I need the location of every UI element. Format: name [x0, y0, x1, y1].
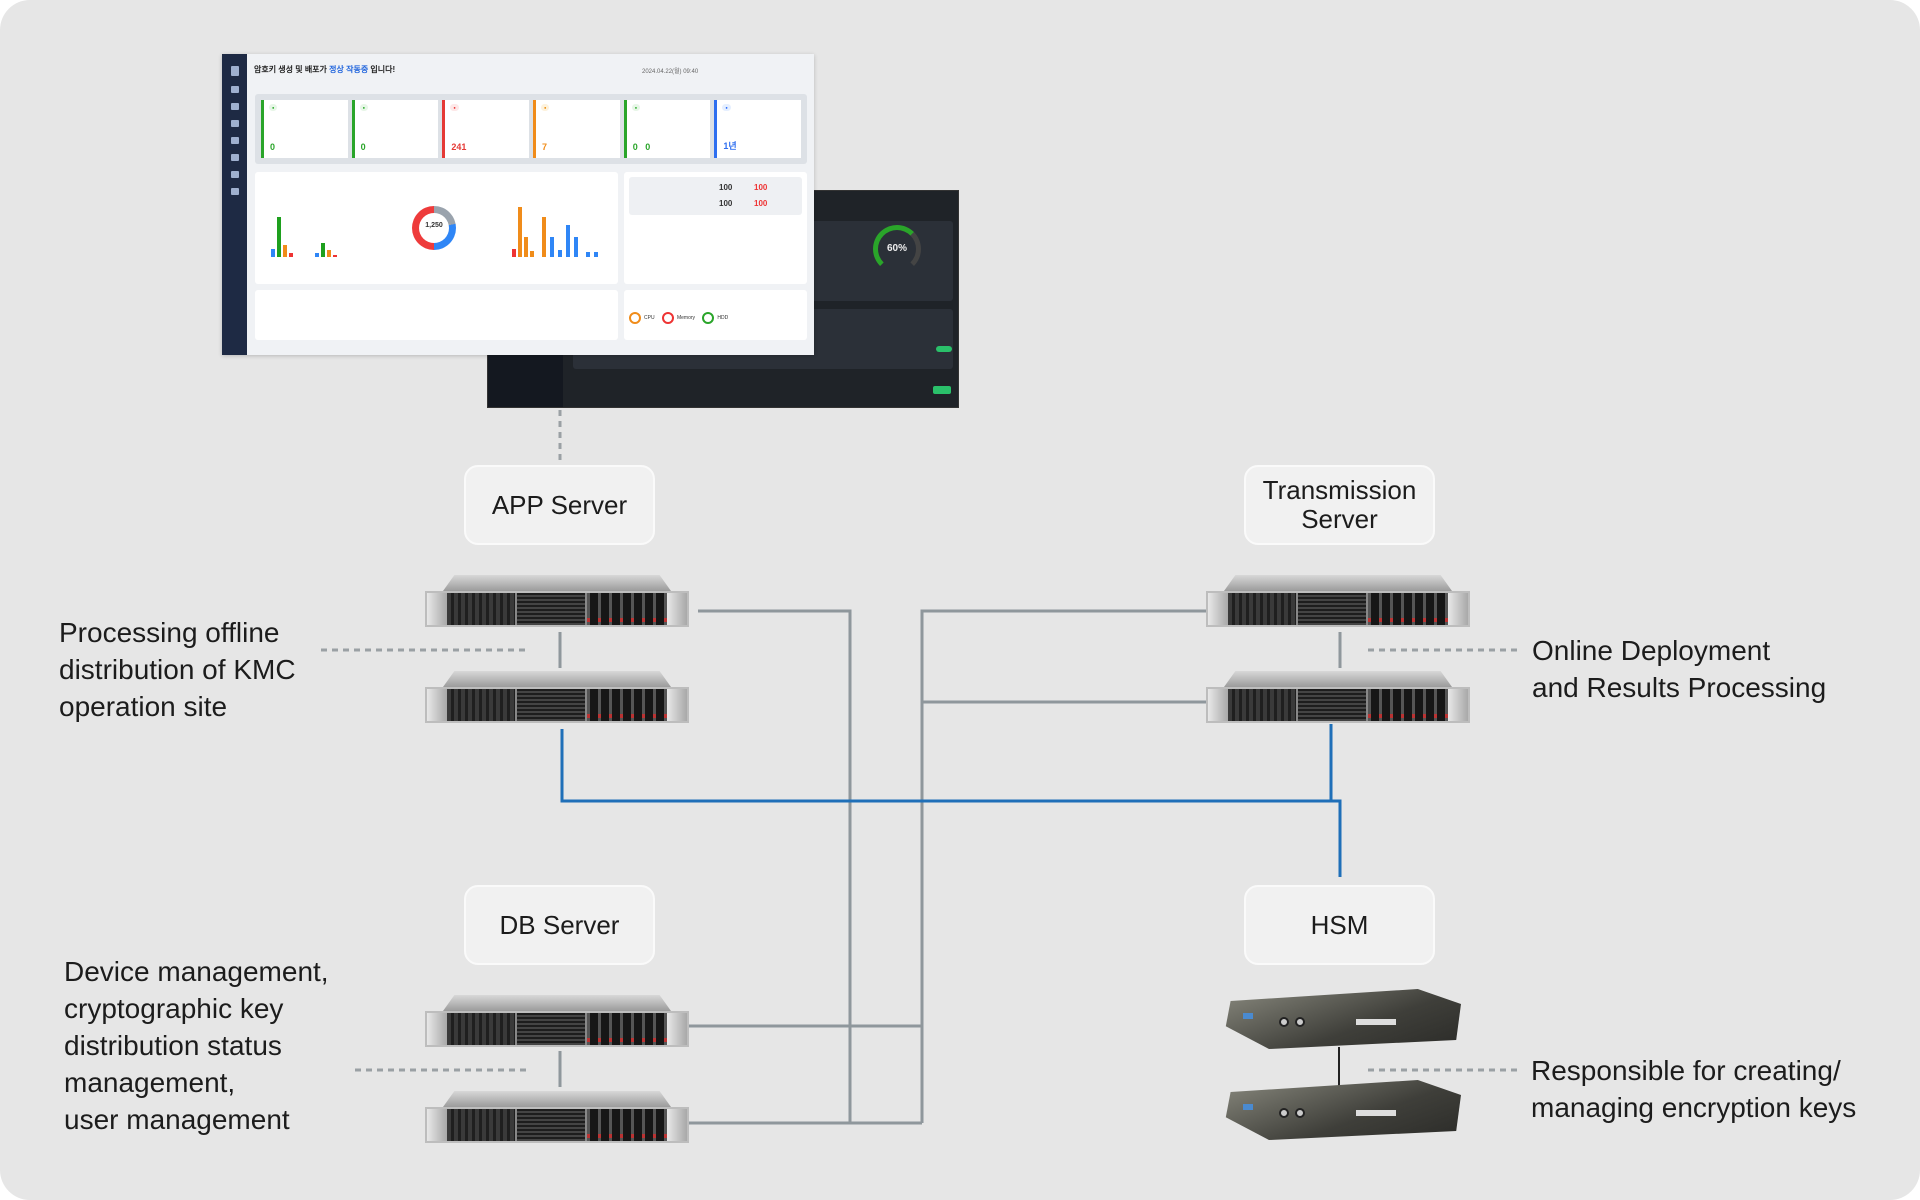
- app-server-icon: [425, 671, 689, 723]
- transmission-server-icon: [1206, 575, 1470, 627]
- summary-card[interactable]: ●7: [533, 100, 620, 158]
- db-server-icon: [425, 995, 689, 1047]
- gauge-value: 60%: [886, 243, 907, 254]
- summary-card[interactable]: ●0: [261, 100, 348, 158]
- hsm-label: HSM: [1244, 885, 1435, 965]
- dashboard-date: 2024.04.22(월) 09:40: [642, 69, 699, 75]
- transmission-description: Online Deployment and Results Processing: [1532, 635, 1827, 703]
- system-status-panel: CPU Memory HDD: [624, 290, 807, 340]
- sidebar: [222, 54, 247, 355]
- summary-card[interactable]: ●0: [351, 100, 439, 158]
- app-db-link: [698, 609, 852, 1123]
- app-hsm-link: [560, 729, 1342, 877]
- transmission-db-link: [920, 609, 1206, 1123]
- status-panel: [255, 290, 618, 340]
- toggle[interactable]: [936, 346, 952, 352]
- db-server-icon: [425, 1091, 689, 1143]
- gauge: [873, 225, 921, 273]
- db-server-label: DB Server: [464, 885, 655, 965]
- donut-chart: 1,250: [412, 206, 456, 250]
- dashboard-title: 암호키 생성 및 배포가 정상 작동중 입니다!: [254, 65, 396, 74]
- dashboard-screenshot: 암호키 생성 및 배포가 정상 작동중 입니다! 2024.04.22(월) 0…: [222, 54, 814, 355]
- hsm-description: Responsible for creating/ managing encry…: [1531, 1055, 1857, 1123]
- app-server-label: APP Server: [464, 465, 655, 545]
- summary-card[interactable]: ●0 0: [623, 100, 711, 158]
- app-server-icon: [425, 575, 689, 627]
- save-button[interactable]: [933, 386, 951, 394]
- charts-panel: 1,250: [255, 172, 618, 284]
- transmission-server-icon: [1206, 671, 1470, 723]
- bar-chart-2: [510, 200, 605, 257]
- summary-cards: ●0 ●0 ●241 ●7 ●0 0 ●1년: [255, 94, 807, 164]
- bar-chart: [265, 202, 345, 257]
- transmission-server-label: Transmission Server: [1244, 465, 1435, 545]
- db-description: Device management, cryptographic key dis…: [64, 956, 329, 1135]
- summary-card[interactable]: ●1년: [714, 100, 802, 158]
- hsm-device-icon: [1221, 1080, 1461, 1140]
- hsm-device-icon: [1221, 989, 1461, 1049]
- app-description: Processing offline distribution of KMC o…: [59, 617, 296, 722]
- summary-card[interactable]: ●241: [442, 100, 530, 158]
